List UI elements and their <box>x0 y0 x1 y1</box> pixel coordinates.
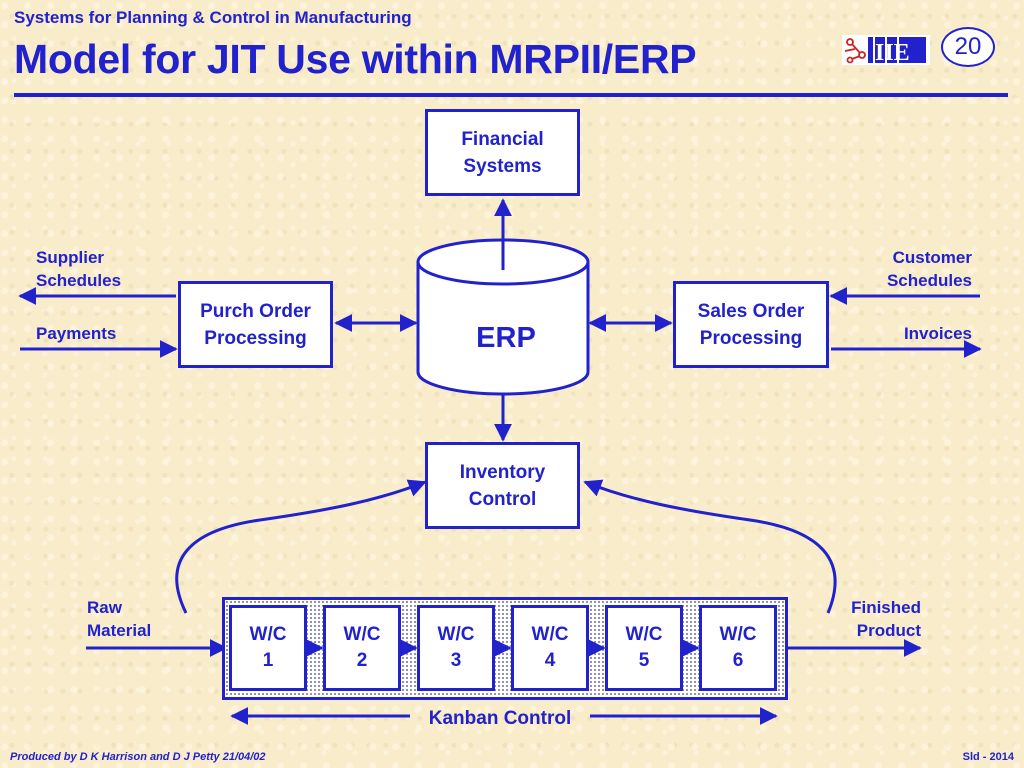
footer-credit: Produced by D K Harrison and D J Petty 2… <box>10 751 266 763</box>
payments-label: Payments <box>36 324 117 343</box>
raw-material-label: Raw Material <box>87 598 152 640</box>
title-underline <box>14 93 1008 97</box>
kanban-control-label: Kanban Control <box>428 708 572 729</box>
finished-product-label: Finished Product <box>851 598 921 640</box>
work-centre-6: W/C 6 <box>699 605 777 691</box>
inventory-right-curve <box>583 479 837 614</box>
erp-cylinder <box>416 262 590 396</box>
inventory-control-box: Inventory Control <box>425 442 580 529</box>
footer-slide-id: Sld - 2014 <box>962 751 1014 763</box>
customer-schedules-label: Customer Schedules <box>886 248 972 290</box>
sales-order-processing-box: Sales Order Processing <box>673 281 829 368</box>
supplier-schedules-label: Supplier Schedules <box>36 248 122 290</box>
slide-title: Model for JIT Use within MRPII/ERP <box>14 36 697 82</box>
svg-text:IIE: IIE <box>875 40 910 66</box>
erp-label: ERP <box>476 322 536 354</box>
work-centre-4: W/C 4 <box>511 605 589 691</box>
financial-systems-box: Financial Systems <box>425 109 580 196</box>
slide-number-badge: 20 <box>941 27 995 67</box>
work-centre-2: W/C 2 <box>323 605 401 691</box>
work-centre-1: W/C 1 <box>229 605 307 691</box>
work-centre-5: W/C 5 <box>605 605 683 691</box>
slide-subtitle: Systems for Planning & Control in Manufa… <box>14 8 412 27</box>
invoices-label: Invoices <box>903 324 972 343</box>
iie-logo-icon: IIE <box>842 35 930 66</box>
inventory-left-curve <box>175 479 427 614</box>
work-centre-3: W/C 3 <box>417 605 495 691</box>
purch-order-processing-box: Purch Order Processing <box>178 281 333 368</box>
